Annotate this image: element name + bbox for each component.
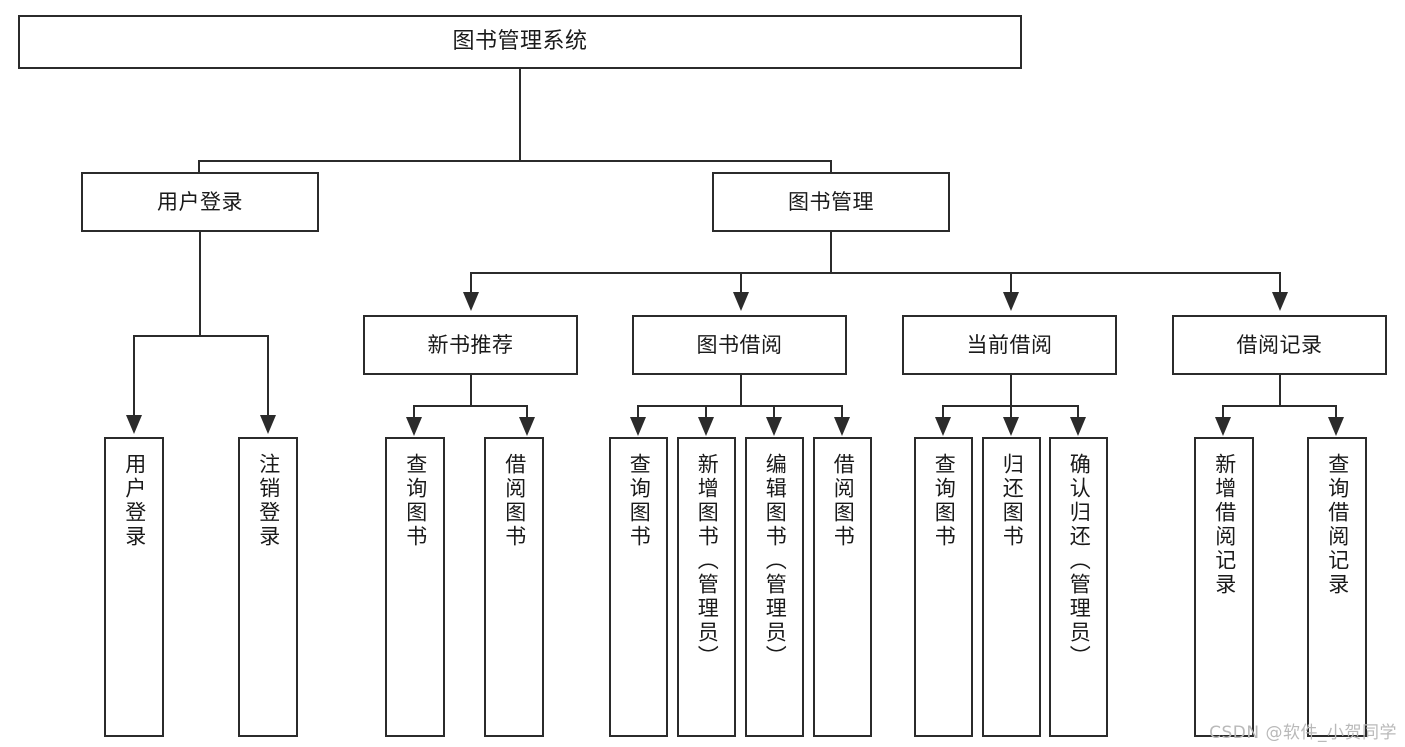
node-label: 借阅记录 (1236, 332, 1323, 357)
node-root-system[interactable]: 图书管理系统 (18, 15, 1022, 69)
arrow-to-leaf-user-login (126, 415, 142, 434)
connector-current-borrow-stem (1010, 375, 1012, 406)
node-borrow-record[interactable]: 借阅记录 (1172, 315, 1387, 375)
node-label: 用户登录 (122, 453, 147, 549)
leaf-bookborrow-add-book[interactable]: 新增图书（管理员） (677, 437, 736, 737)
node-current-borrow[interactable]: 当前借阅 (902, 315, 1117, 375)
connector-level2-drop-1 (198, 160, 200, 182)
connector-cb-drop-3 (1077, 405, 1079, 419)
node-label: 查询图书 (403, 453, 428, 549)
connector-level3-drop-2 (740, 272, 742, 294)
arrow-to-current-borrow (1003, 292, 1019, 311)
connector-new-book-drop-2 (526, 405, 528, 419)
leaf-user-login[interactable]: 用户登录 (104, 437, 164, 737)
connector-user-login-stem (199, 232, 201, 336)
arrow-br-leaf-2 (1328, 417, 1344, 436)
leaf-bookborrow-query-book[interactable]: 查询图书 (609, 437, 668, 737)
node-label: 归还图书 (1000, 453, 1025, 549)
node-label: 新增图书（管理员） (695, 453, 720, 669)
connector-bb-drop-3 (773, 405, 775, 419)
arrow-to-book-borrow (733, 292, 749, 311)
node-label: 查询借阅记录 (1325, 453, 1350, 597)
leaf-logout[interactable]: 注销登录 (238, 437, 298, 737)
connector-new-book-stem (470, 375, 472, 406)
arrow-cb-leaf-1 (935, 417, 951, 436)
node-label: 查询图书 (932, 453, 957, 549)
connector-new-book-bus (413, 405, 528, 407)
node-label: 确认归还（管理员） (1067, 453, 1092, 669)
leaf-currentborrow-return-book[interactable]: 归还图书 (982, 437, 1041, 737)
connector-borrow-record-bus (1222, 405, 1337, 407)
connector-br-drop-2 (1335, 405, 1337, 419)
connector-user-login-bus (133, 335, 268, 337)
connector-user-login-drop-2 (267, 335, 269, 417)
leaf-record-query-record[interactable]: 查询借阅记录 (1307, 437, 1367, 737)
arrow-to-leaf-logout (260, 415, 276, 434)
arrow-to-new-book (463, 292, 479, 311)
node-label: 当前借阅 (966, 332, 1053, 357)
arrow-bb-leaf-1 (630, 417, 646, 436)
arrow-cb-leaf-2 (1003, 417, 1019, 436)
connector-borrow-record-stem (1279, 375, 1281, 406)
leaf-bookborrow-borrow-book[interactable]: 借阅图书 (813, 437, 872, 737)
leaf-currentborrow-query-book[interactable]: 查询图书 (914, 437, 973, 737)
leaf-newbook-borrow-book[interactable]: 借阅图书 (484, 437, 544, 737)
connector-bb-drop-2 (705, 405, 707, 419)
node-label: 图书管理 (788, 189, 874, 214)
node-book-borrow[interactable]: 图书借阅 (632, 315, 847, 375)
arrow-bb-leaf-3 (766, 417, 782, 436)
connector-bb-drop-1 (637, 405, 639, 419)
csdn-watermark: CSDN @软件_小贺同学 (1209, 723, 1397, 743)
connector-cb-drop-1 (942, 405, 944, 419)
connector-br-drop-1 (1222, 405, 1224, 419)
leaf-bookborrow-edit-book[interactable]: 编辑图书（管理员） (745, 437, 804, 737)
node-label: 借阅图书 (831, 453, 856, 549)
connector-root-stem (519, 69, 521, 161)
arrow-br-leaf-1 (1215, 417, 1231, 436)
node-label: 图书管理系统 (452, 29, 588, 55)
leaf-newbook-query-book[interactable]: 查询图书 (385, 437, 445, 737)
arrow-nb-leaf-2 (519, 417, 535, 436)
node-label: 用户登录 (157, 189, 243, 214)
arrow-cb-leaf-3 (1070, 417, 1086, 436)
connector-level3-drop-1 (470, 272, 472, 294)
node-label: 图书借阅 (696, 332, 783, 357)
node-new-book-recommend[interactable]: 新书推荐 (363, 315, 578, 375)
arrow-bb-leaf-2 (698, 417, 714, 436)
node-label: 注销登录 (256, 453, 281, 549)
node-label: 查询图书 (627, 453, 652, 549)
arrow-bb-leaf-4 (834, 417, 850, 436)
connector-cb-drop-2 (1010, 405, 1012, 419)
connector-level2-bus (198, 160, 832, 162)
connector-level3-drop-3 (1010, 272, 1012, 294)
connector-book-manage-stem (830, 232, 832, 274)
connector-level3-drop-4 (1279, 272, 1281, 294)
node-label: 新书推荐 (427, 332, 514, 357)
connector-new-book-drop-1 (413, 405, 415, 419)
arrow-to-borrow-record (1272, 292, 1288, 311)
node-book-manage[interactable]: 图书管理 (712, 172, 950, 232)
node-label: 借阅图书 (502, 453, 527, 549)
arrow-nb-leaf-1 (406, 417, 422, 436)
node-label: 新增借阅记录 (1212, 453, 1237, 597)
connector-book-borrow-bus (637, 405, 843, 407)
connector-user-login-drop-1 (133, 335, 135, 417)
node-label: 编辑图书（管理员） (763, 453, 788, 669)
connector-level2-drop-2 (830, 160, 832, 182)
leaf-record-add-record[interactable]: 新增借阅记录 (1194, 437, 1254, 737)
node-user-login[interactable]: 用户登录 (81, 172, 319, 232)
connector-book-borrow-stem (740, 375, 742, 406)
leaf-currentborrow-confirm-return[interactable]: 确认归还（管理员） (1049, 437, 1108, 737)
connector-bb-drop-4 (841, 405, 843, 419)
connector-level3-bus (470, 272, 1280, 274)
